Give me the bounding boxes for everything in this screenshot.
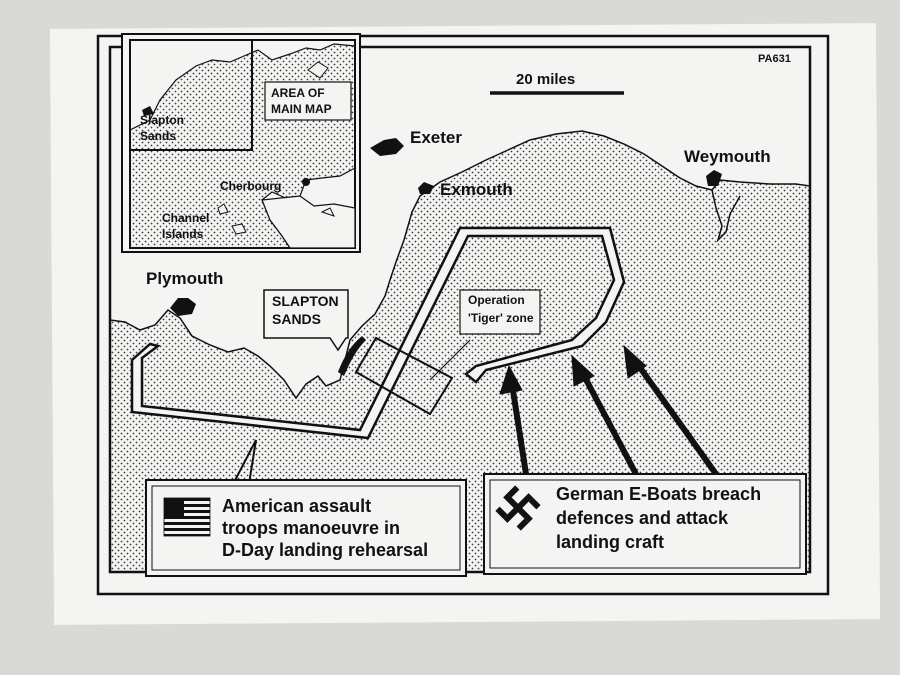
us-flag-icon xyxy=(163,497,211,537)
slapton-callout-line-2: SANDS xyxy=(272,311,321,327)
arrow-icon xyxy=(499,364,529,475)
american-legend-line-3: D-Day landing rehearsal xyxy=(222,540,428,560)
tiger-zone-leader xyxy=(429,339,471,381)
area-label-line-1: AREA OF xyxy=(271,86,325,100)
swastika-icon xyxy=(495,485,541,531)
inset-slapton-line-1: Slapton xyxy=(140,113,184,127)
german-legend-line-1: German E-Boats breach xyxy=(556,484,761,504)
american-legend-line-1: American assault xyxy=(222,496,371,516)
inset-slapton-line-2: Sands xyxy=(140,129,176,143)
english-channel-sea xyxy=(110,130,810,572)
weymouth-town-marker-icon xyxy=(706,170,722,186)
slapton-callout-line-1: SLAPTON xyxy=(272,293,339,309)
american-legend-line-2: troops manoeuvre in xyxy=(222,518,400,538)
outer-frame xyxy=(96,34,830,596)
german-legend-line-3: landing craft xyxy=(556,532,664,552)
cherbourg-label: Cherbourg xyxy=(220,179,281,193)
inset-slapton-marker-icon xyxy=(142,106,154,116)
scale-label: 20 miles xyxy=(516,71,575,88)
tiger-zone-callout: Operation 'Tiger' zone xyxy=(459,289,541,335)
slapton-beach-mark xyxy=(338,336,366,376)
exeter-label: Exeter xyxy=(410,128,462,147)
inset-main-map-area xyxy=(130,40,253,151)
plymouth-label: Plymouth xyxy=(146,269,223,288)
tiger-zone-line-2: 'Tiger' zone xyxy=(468,311,534,325)
tiger-zone-line-1: Operation xyxy=(468,293,525,307)
weymouth-label: Weymouth xyxy=(684,147,771,166)
arrow-icon xyxy=(571,354,639,476)
exeter-town-marker-icon xyxy=(370,138,404,156)
german-legend-line-2: defences and attack xyxy=(556,508,729,528)
american-assault-route xyxy=(130,226,626,440)
inset-map: Slapton Sands Cherbourg Channel Islands … xyxy=(121,33,361,253)
exmouth-label: Exmouth xyxy=(440,180,513,199)
tiger-zone-box xyxy=(354,336,454,416)
slapton-callout: SLAPTON SANDS xyxy=(263,289,349,352)
american-legend: American assault troops manoeuvre in D-D… xyxy=(145,439,467,577)
area-of-main-map-label: AREA OF MAIN MAP xyxy=(264,81,352,121)
inset-french-coast xyxy=(261,195,355,248)
exmouth-town-marker-icon xyxy=(418,182,434,194)
inset-islands xyxy=(217,61,335,235)
weymouth-bay-coast xyxy=(711,189,741,243)
german-legend: German E-Boats breach defences and attac… xyxy=(483,473,807,575)
eboat-arrows xyxy=(499,344,719,476)
channel-islands-line-2: Islands xyxy=(162,227,204,241)
arrow-icon xyxy=(623,344,719,476)
channel-islands-line-1: Channel xyxy=(162,211,209,225)
area-label-line-2: MAIN MAP xyxy=(271,102,332,116)
plymouth-town-marker-icon xyxy=(170,298,196,316)
cherbourg-marker-icon xyxy=(302,178,310,186)
ref-code: PA631 xyxy=(758,53,791,65)
